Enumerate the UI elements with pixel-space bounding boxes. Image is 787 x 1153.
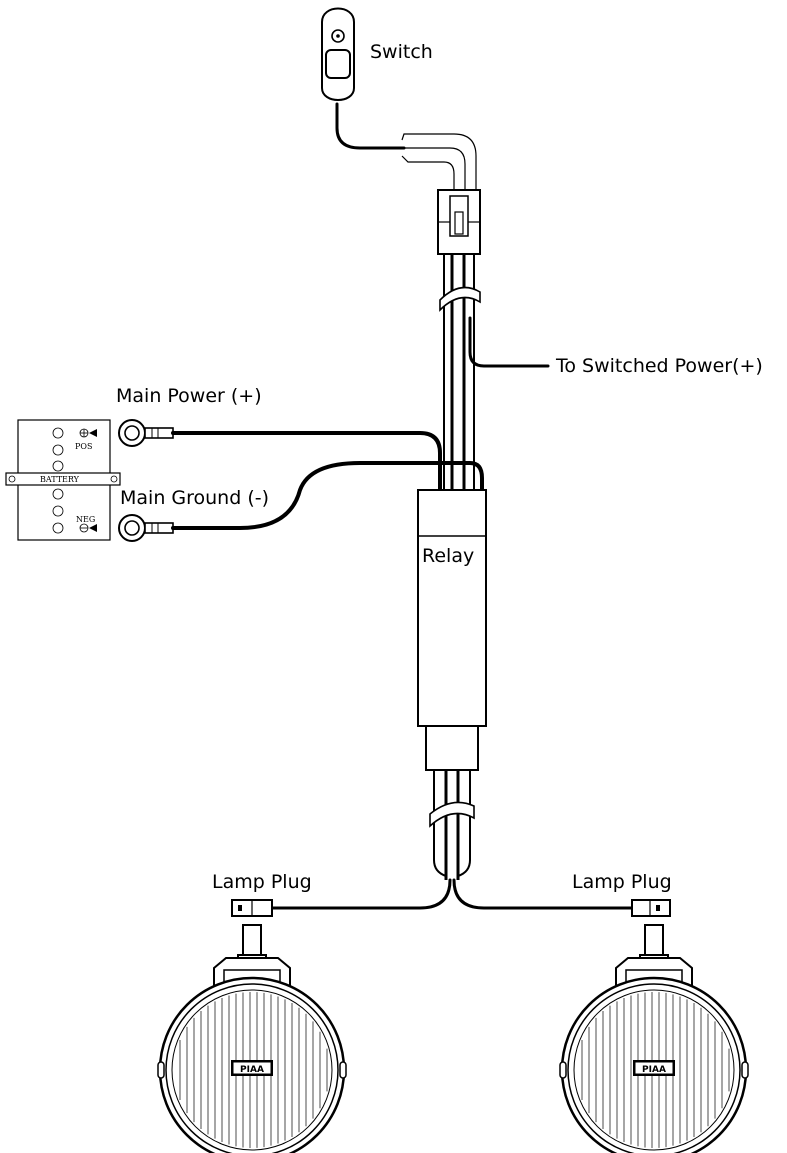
switch-label: Switch: [370, 41, 433, 63]
lamp-plug-left-label: Lamp Plug: [212, 871, 312, 893]
switch: [321, 7, 355, 101]
battery-band-label: BATTERY: [40, 475, 80, 484]
battery-neg-label: NEG: [76, 515, 95, 524]
lamp-plug-left: [231, 899, 273, 917]
main-power-terminal: [118, 419, 174, 447]
lamp-left-badge: [231, 1060, 273, 1076]
main-ground-label: Main Ground (-): [120, 487, 269, 509]
main-power-label: Main Power (+): [116, 385, 262, 407]
relay: [417, 489, 487, 771]
relay-label: Relay: [422, 545, 474, 567]
switch-connector: [437, 189, 481, 255]
battery: [5, 419, 121, 541]
lamp-plug-right-label: Lamp Plug: [572, 871, 672, 893]
switched-power-wire: [468, 316, 550, 368]
lamp-left: [157, 924, 347, 1153]
main-ground-terminal: [118, 514, 174, 542]
lamp-right-brand: PIAA: [642, 1065, 666, 1075]
lamp-plug-right: [631, 899, 671, 917]
main-ground-wire: [171, 461, 484, 530]
to-switched-power-label: To Switched Power(+): [555, 355, 763, 377]
relay-harness-top: [439, 254, 481, 490]
switch-cable: [335, 102, 406, 150]
switch-harness: [401, 133, 477, 192]
relay-harness-bottom: [429, 770, 475, 880]
lamp-right: [559, 924, 749, 1153]
lamp-right-badge: [633, 1060, 675, 1076]
lamp-left-brand: PIAA: [240, 1065, 264, 1075]
battery-pos-label: POS: [75, 442, 92, 451]
main-power-wire: [171, 431, 442, 492]
right-lamp-wire: [452, 878, 634, 910]
left-lamp-wire: [270, 878, 452, 910]
